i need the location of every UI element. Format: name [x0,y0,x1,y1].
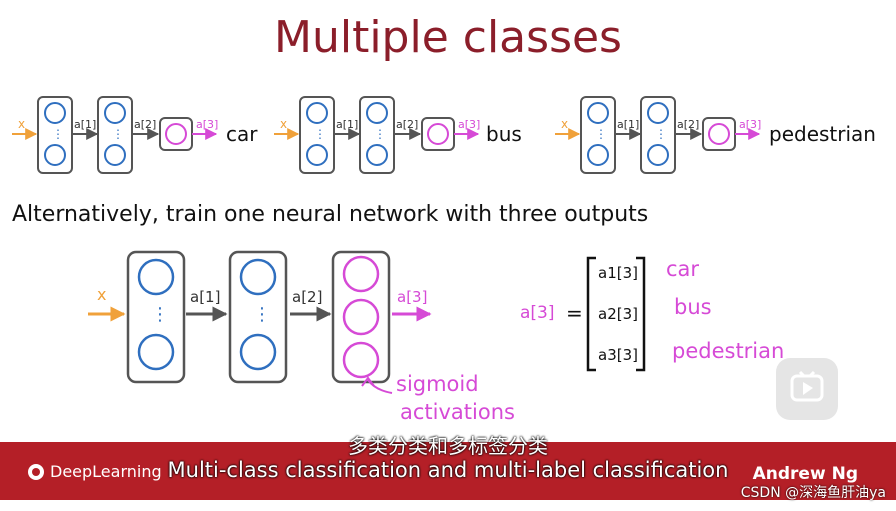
footer-bar [0,442,896,500]
slide-title: Multiple classes [274,12,622,63]
logo-text: DeepLearning [50,462,162,481]
layer1-label: a[1] [74,118,96,131]
slide-subtitle: Alternatively, train one neural network … [12,202,649,227]
output-class-pedestrian: pedestrian [672,339,784,363]
caption-chinese: 多类分类和多标签分类 [348,434,548,458]
watermark: CSDN @深海鱼肝油ya [740,485,886,501]
vector-entry-2: a2[3] [598,305,638,323]
layer2-label: a[2] [677,118,699,131]
big-input-label: x [97,285,106,304]
output-class-car: car [666,257,699,281]
footer-rule [0,500,896,511]
small-networks: x ⋮ a[1] ⋮ a[2] a[3] car x [12,96,876,174]
layer1-label: a[1] [617,118,639,131]
small-network-car: x ⋮ a[1] ⋮ a[2] a[3] car [12,96,258,174]
svg-text:⋮: ⋮ [655,127,667,141]
input-label: x [18,117,25,131]
output-vector-label: a[3] [520,303,555,323]
input-label: x [561,117,568,131]
svg-text:⋮: ⋮ [374,127,386,141]
presenter-name: Andrew Ng [752,464,858,484]
annotation-sigmoid: sigmoid [396,372,479,396]
svg-text:⋮: ⋮ [595,127,607,141]
input-label: x [280,117,287,131]
play-icon [790,370,824,402]
big-layer2-label: a[2] [292,288,322,306]
small-network-pedestrian: x ⋮ a[1] ⋮ a[2] a[3] pedestrian [555,96,876,174]
layer2-label: a[2] [396,118,418,131]
big-network: x ⋮ a[1] ⋮ a[2] a[3] sigmoid activations… [88,250,784,424]
caption-english: Multi-class classification and multi-lab… [167,458,729,482]
svg-text:⋮: ⋮ [314,127,326,141]
logo-icon [28,463,44,480]
layer1-label: a[1] [336,118,358,131]
layer3-label: a[3] [196,118,218,131]
play-button[interactable] [776,358,838,420]
layer3-label: a[3] [458,118,480,131]
logo: DeepLearning [28,462,162,481]
svg-text:⋮: ⋮ [52,127,64,141]
vector-entry-1: a1[3] [598,264,638,282]
layer3-label: a[3] [739,118,761,131]
svg-text:⋮: ⋮ [112,127,124,141]
big-layer3-label: a[3] [397,288,427,306]
svg-text:=: = [566,301,583,325]
small-network-bus: x ⋮ a[1] ⋮ a[2] a[3] bus [274,96,522,174]
big-layer1-label: a[1] [190,288,220,306]
svg-text:⋮: ⋮ [253,304,271,325]
svg-text:⋮: ⋮ [151,304,169,325]
output-class-bus: bus [674,295,712,319]
vector-entry-3: a3[3] [598,346,638,364]
class-label-bus: bus [486,122,522,146]
class-label-pedestrian: pedestrian [769,122,876,146]
class-label-car: car [226,122,258,146]
annotation-activations: activations [400,400,515,424]
layer2-label: a[2] [134,118,156,131]
